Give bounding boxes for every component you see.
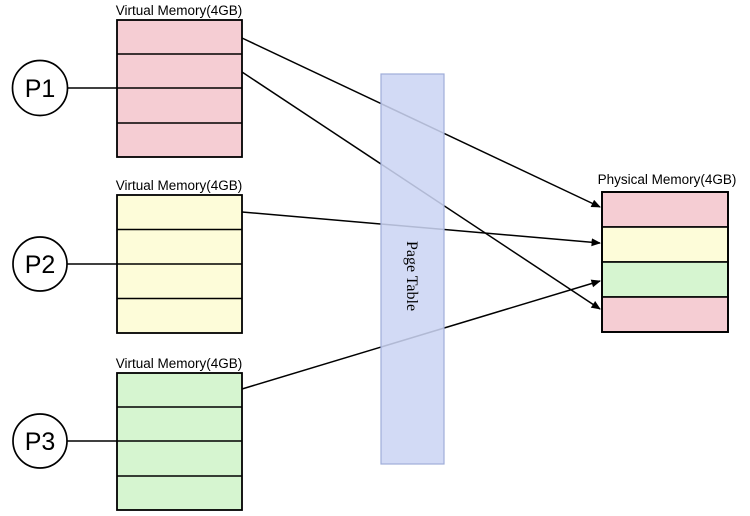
physical-memory-outline (601, 191, 729, 333)
virtual-memory-title-p1: Virtual Memory(4GB) (116, 3, 243, 18)
page-table-box (381, 74, 444, 464)
process-circle-p1 (11, 59, 69, 117)
process-circle-p2 (12, 236, 68, 292)
process-p3-group: P3 Virtual Memory(4GB) (12, 356, 243, 511)
page-table-border (380, 73, 445, 465)
physical-frame-2 (601, 226, 729, 263)
virtual-memory-title-p2: Virtual Memory(4GB) (116, 178, 243, 193)
page-table-group: Page Table (380, 73, 445, 465)
physical-frame-3 (601, 261, 729, 298)
process-circle-p3 (12, 413, 68, 469)
physical-frame-4 (601, 296, 729, 333)
physical-frame-1 (601, 191, 729, 228)
process-label-p2: P2 (25, 251, 56, 279)
process-p1-group: P1 Virtual Memory(4GB) (11, 3, 243, 158)
virtual-memory-title-p3: Virtual Memory(4GB) (116, 356, 243, 371)
process-label-p1: P1 (25, 75, 56, 103)
physical-memory-title: Physical Memory(4GB) (598, 172, 737, 187)
process-label-p3: P3 (25, 428, 56, 456)
process-p2-group: P2 Virtual Memory(4GB) (12, 178, 243, 334)
physical-memory-group: Physical Memory(4GB) (598, 172, 737, 333)
page-table-label: Page Table (403, 241, 420, 311)
